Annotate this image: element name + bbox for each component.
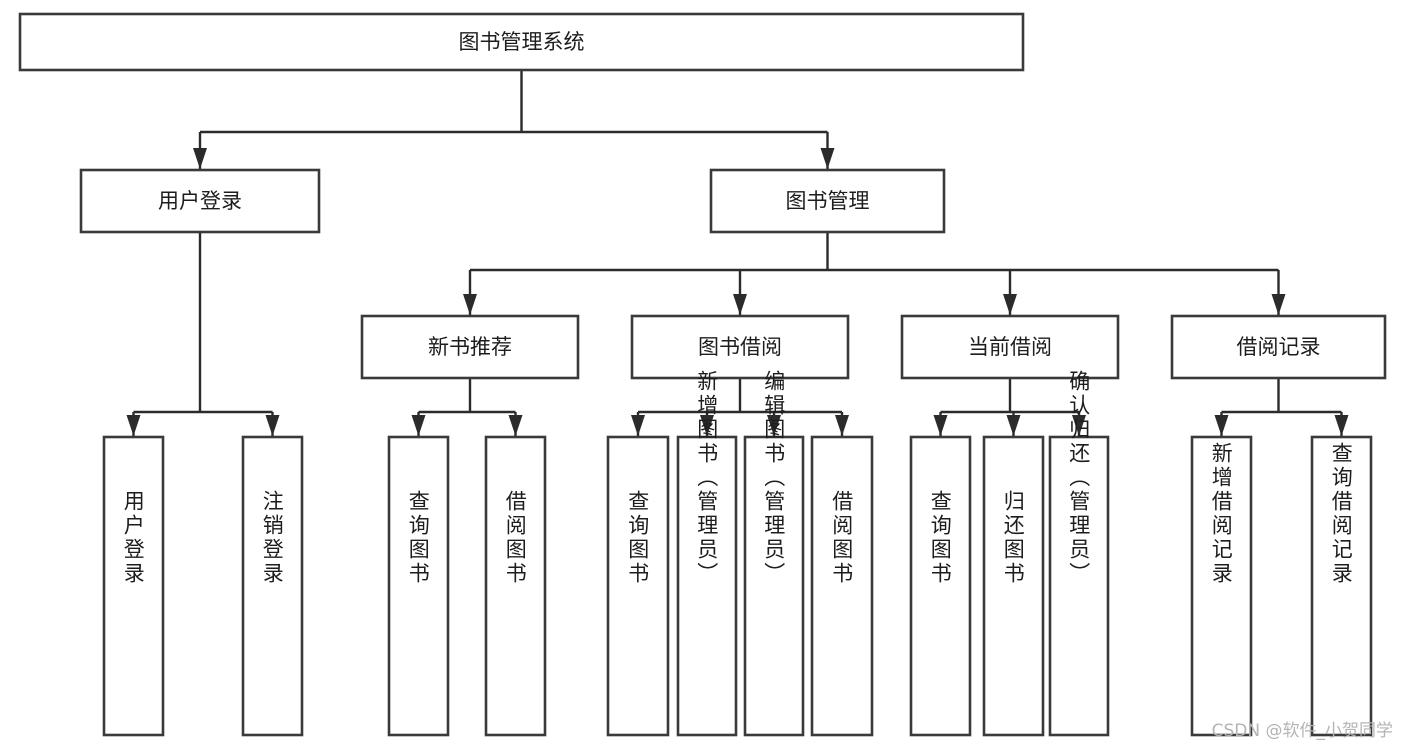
connector-arrowhead [767, 415, 781, 436]
node-rect [484, 435, 547, 737]
connector-arrowhead [631, 415, 645, 436]
node-label: 查询图书 [928, 490, 952, 586]
node-rect [606, 435, 670, 737]
node-新增借阅记录-leaf[interactable]: 新增借阅记录 [1190, 435, 1253, 737]
node-查询借阅记录-leaf[interactable]: 查询借阅记录 [1310, 435, 1373, 737]
node-rect [743, 435, 805, 737]
node-label: 图书借阅 [698, 335, 782, 359]
node-查询图书-leaf[interactable]: 查询图书 [606, 435, 670, 737]
node-rect [909, 435, 972, 737]
node-label: 新增图书（管理员） [695, 370, 719, 586]
node-图书管理系统-root[interactable]: 图书管理系统 [18, 12, 1025, 72]
node-rect [900, 314, 1120, 380]
node-rect [1048, 435, 1110, 737]
node-rect [18, 12, 1025, 72]
node-rect [982, 435, 1045, 737]
connector-arrowhead [933, 415, 948, 436]
node-label: 归还图书 [1001, 490, 1025, 586]
node-用户登录-l3[interactable]: 用户登录 [102, 435, 165, 737]
node-label: 图书管理 [786, 189, 870, 213]
node-rect [1310, 435, 1373, 737]
node-label: 借阅图书 [503, 490, 527, 586]
connector-arrowhead [835, 415, 849, 436]
node-编辑图书管理员-leaf[interactable]: 编辑图书（管理员） [743, 370, 805, 737]
connector-arrowhead [1334, 415, 1349, 436]
node-借阅图书-leaf[interactable]: 借阅图书 [484, 435, 547, 737]
node-图书借阅-l3[interactable]: 图书借阅 [630, 314, 850, 380]
connector-arrowhead [820, 148, 835, 169]
node-图书管理-l2[interactable]: 图书管理 [709, 168, 946, 234]
node-新增图书管理员-leaf[interactable]: 新增图书（管理员） [676, 370, 738, 737]
node-rect [810, 435, 874, 737]
node-rect [630, 314, 850, 380]
node-查询图书-leaf[interactable]: 查询图书 [387, 435, 450, 737]
node-label: 查询图书 [626, 490, 650, 586]
connector-arrowhead [463, 294, 477, 315]
connector-arrowhead [508, 415, 523, 436]
node-label: 当前借阅 [968, 335, 1052, 359]
node-rect [241, 435, 304, 737]
node-rect [387, 435, 450, 737]
node-rect [676, 435, 738, 737]
node-确认归还管理员-leaf[interactable]: 确认归还（管理员） [1048, 370, 1110, 737]
node-rect [1190, 435, 1253, 737]
node-借阅记录-l3[interactable]: 借阅记录 [1170, 314, 1387, 380]
node-借阅图书-leaf[interactable]: 借阅图书 [810, 435, 874, 737]
connector-arrowhead [1271, 294, 1286, 315]
node-layer: 图书管理系统用户登录用户登录注销登录图书管理新书推荐查询图书借阅图书图书借阅查询… [18, 12, 1387, 737]
watermark-text: CSDN @软件_小贺同学 [1211, 721, 1393, 741]
node-label: 新增借阅记录 [1209, 442, 1233, 586]
connector-arrowhead [733, 294, 747, 315]
node-label: 注销登录 [260, 490, 284, 586]
node-label: 编辑图书（管理员） [762, 370, 786, 586]
node-归还图书-leaf[interactable]: 归还图书 [982, 435, 1045, 737]
connector-arrowhead [1006, 415, 1021, 436]
connector-arrowhead [193, 148, 207, 169]
connector-arrowhead [1214, 415, 1229, 436]
node-label: 确认归还（管理员） [1067, 370, 1091, 586]
node-label: 查询借阅记录 [1329, 442, 1353, 586]
node-用户登录-l2[interactable]: 用户登录 [79, 168, 321, 234]
node-label: 用户登录 [158, 189, 242, 213]
node-label: 用户登录 [121, 490, 145, 586]
node-label: 查询图书 [406, 490, 430, 586]
node-label: 新书推荐 [428, 335, 512, 359]
connector-arrowhead [700, 415, 714, 436]
node-rect [1170, 314, 1387, 380]
connector-layer [126, 70, 1349, 436]
node-当前借阅-l3[interactable]: 当前借阅 [900, 314, 1120, 380]
node-新书推荐-l3[interactable]: 新书推荐 [360, 314, 580, 380]
connector-arrowhead [265, 415, 280, 436]
node-label: 图书管理系统 [459, 30, 585, 54]
connector-arrowhead [1003, 294, 1017, 315]
connector-arrowhead [126, 415, 141, 436]
connector-arrowhead [1072, 415, 1086, 436]
node-注销登录-l3[interactable]: 注销登录 [241, 435, 304, 737]
node-label: 借阅记录 [1237, 335, 1321, 359]
connector-arrowhead [411, 415, 426, 436]
node-rect [360, 314, 580, 380]
node-rect [79, 168, 321, 234]
node-rect [102, 435, 165, 737]
node-label: 借阅图书 [830, 490, 854, 586]
node-查询图书-leaf[interactable]: 查询图书 [909, 435, 972, 737]
node-rect [709, 168, 946, 234]
